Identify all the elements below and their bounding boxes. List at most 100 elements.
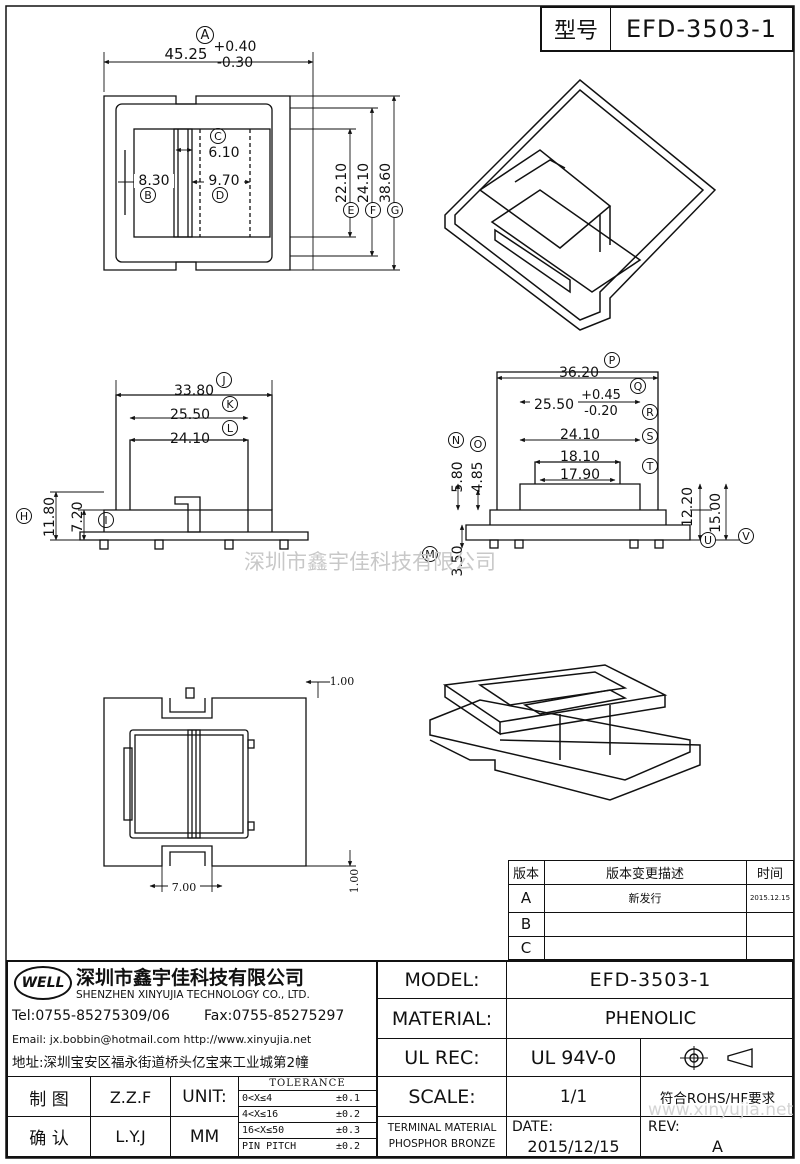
header-model-label: 型号 <box>553 19 598 44</box>
revision-table <box>508 860 794 960</box>
label-B: B <box>140 187 156 203</box>
watermark-corner: www.xinyujia.net <box>648 1100 794 1120</box>
dim-B: 8.30 <box>134 173 174 189</box>
revision-header-desc: 版本变更描述 <box>605 866 684 882</box>
dim-K: 25.50 <box>169 407 211 423</box>
dim-C: 6.10 <box>208 145 240 161</box>
revision-row-rev: A <box>520 889 532 907</box>
dim-D: 9.70 <box>204 173 244 189</box>
unit-label: UNIT: <box>182 1087 227 1107</box>
tolerance-value: ±0.2 <box>335 1109 361 1120</box>
projection-symbol <box>680 1046 753 1070</box>
front-view-right <box>465 371 691 549</box>
check-value: L.Y.J <box>115 1127 146 1146</box>
rev-value: A <box>712 1136 723 1156</box>
material-value: PHENOLIC <box>604 1008 697 1029</box>
ulrec-label: UL REC: <box>404 1046 480 1069</box>
company-logo: WELL <box>14 966 72 1000</box>
model-value: EFD-3503-1 <box>589 969 712 991</box>
label-Q: Q <box>630 378 646 394</box>
header-model-value: EFD-3503-1 <box>625 15 778 43</box>
date-label: DATE: <box>512 1119 554 1135</box>
model-label: MODEL: <box>404 969 480 991</box>
company-tel: Tel:0755-85275309/06 <box>12 1008 170 1024</box>
terminal-label-2: PHOSPHOR BRONZE <box>388 1138 496 1150</box>
tolerance-range: 16<X≤50 <box>242 1125 285 1136</box>
outer-frame <box>5 5 795 1159</box>
dim-T1: 18.10 <box>559 449 601 465</box>
revision-row-date: 2015.12.15 <box>749 894 791 902</box>
label-K: K <box>222 396 238 412</box>
dim-bottom-width: 7.00 <box>168 880 200 894</box>
company-address: 地址:深圳宝安区福永街道桥头亿宝来工业城第2幢 <box>12 1055 309 1071</box>
bottom-view <box>103 687 307 867</box>
dim-S: 24.10 <box>559 427 601 443</box>
dim-J: 33.80 <box>173 383 215 399</box>
label-M: M <box>422 546 438 562</box>
tolerance-value: ±0.2 <box>335 1141 361 1152</box>
ulrec-value: UL 94V-0 <box>530 1046 617 1069</box>
label-G: G <box>387 202 403 218</box>
dim-A: 45.25 <box>164 45 208 63</box>
dim-Q-tol-minus: -0.20 <box>584 403 618 419</box>
label-H: H <box>16 508 32 524</box>
label-S: S <box>642 428 658 444</box>
front-view-left-dimensions <box>50 380 273 541</box>
rohs-text: 符合ROHS/HF要求 <box>659 1090 776 1107</box>
dim-T2: 17.90 <box>559 467 601 483</box>
check-label: 确 认 <box>29 1129 69 1149</box>
company-fax: Fax:0755-85275297 <box>204 1008 345 1024</box>
unit-value: MM <box>189 1126 220 1147</box>
dim-V: 15.00 <box>708 492 724 534</box>
tolerance-range: PIN PITCH <box>242 1141 297 1152</box>
tolerance-value: ±0.3 <box>335 1125 361 1136</box>
dim-H: 11.80 <box>42 496 58 538</box>
isometric-view-top <box>444 78 717 331</box>
revision-row-desc: 新发行 <box>628 892 662 905</box>
draw-value: Z.Z.F <box>109 1087 152 1107</box>
label-C: C <box>210 128 226 144</box>
tolerance-value: ±0.1 <box>335 1093 361 1104</box>
dim-L: 24.10 <box>169 431 211 447</box>
company-email: Email: jx.bobbin@hotmail.com http://www.… <box>12 1032 312 1046</box>
dim-Q-tol-plus: +0.45 <box>581 387 621 403</box>
dim-G: 38.60 <box>378 162 394 204</box>
dim-bottom-top: 1.00 <box>329 674 355 688</box>
tolerance-title: TOLERANCE <box>269 1078 346 1089</box>
dim-A-tol-plus: +0.40 <box>213 39 257 55</box>
label-L: L <box>222 420 238 436</box>
dim-F: 24.10 <box>356 162 372 204</box>
label-N: N <box>448 432 464 448</box>
revision-header-date: 时间 <box>756 866 783 882</box>
label-R: R <box>642 404 658 420</box>
company-name-en: SHENZHEN XINYUJIA TECHNOLOGY CO., LTD. <box>76 989 310 1001</box>
material-label: MATERIAL: <box>391 1007 493 1030</box>
dim-Q: 25.50 <box>530 397 578 413</box>
revision-row-rev: C <box>520 939 532 957</box>
dim-O: 4.85 <box>470 461 486 493</box>
rev-label: REV: <box>648 1119 680 1135</box>
label-I: I <box>98 512 114 528</box>
label-D: D <box>212 187 228 203</box>
dim-U: 12.20 <box>680 486 696 528</box>
label-U: U <box>700 532 716 548</box>
tolerance-range: 0<X≤4 <box>242 1093 273 1104</box>
label-J: J <box>216 372 232 388</box>
dim-P: 36.20 <box>558 365 600 381</box>
label-E: E <box>343 202 359 218</box>
label-F: F <box>365 202 381 218</box>
header-model-box <box>540 6 794 52</box>
top-view <box>103 95 291 271</box>
date-value: 2015/12/15 <box>527 1136 620 1156</box>
dim-A-tol-minus: -0.30 <box>216 55 254 71</box>
dim-I: 7.20 <box>70 501 86 533</box>
revision-header-rev: 版本 <box>512 866 539 882</box>
dim-N: 5.80 <box>450 461 466 493</box>
terminal-label-1: TERMINAL MATERIAL <box>387 1122 497 1134</box>
label-V: V <box>738 528 754 544</box>
top-view-dimensions <box>103 52 400 271</box>
bottom-view-dimensions <box>149 679 356 892</box>
company-logo-text: WELL <box>21 975 65 991</box>
dim-E: 22.10 <box>334 162 350 204</box>
